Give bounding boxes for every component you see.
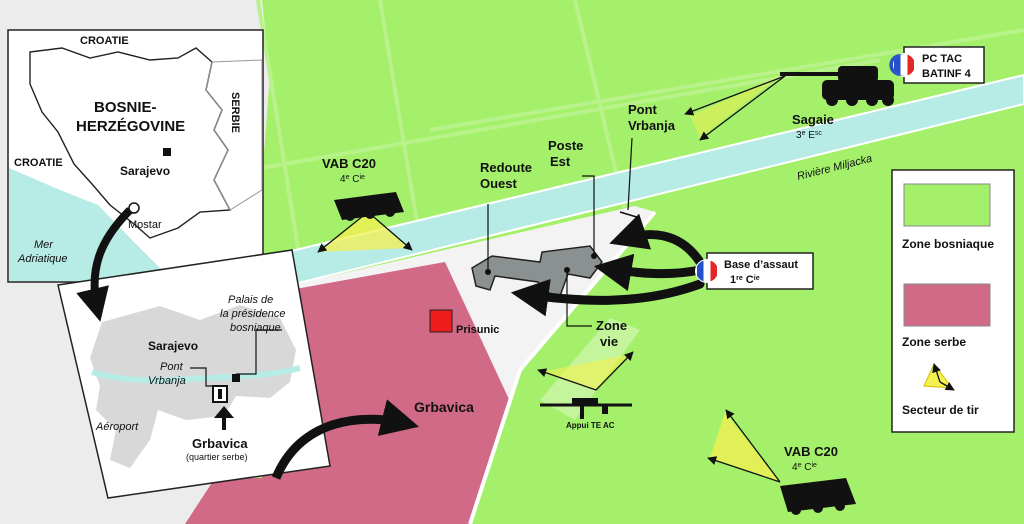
svg-text:Zone vie: Zone vie — [596, 318, 631, 349]
redoute-label-1: Redoute — [480, 160, 532, 175]
grbavica-label: Grbavica — [414, 399, 474, 415]
bosnia-label-1: BOSNIE- — [94, 99, 157, 116]
svg-text:Pont Vrbanja: Pont Vrbanja — [148, 361, 186, 387]
svg-text:BOSNIE- HERZÉGOVINE: BOSNIE- HERZÉGOVINE — [76, 99, 185, 135]
redoute-ouest-building — [471, 245, 603, 297]
city-grbavica-label: Grbavica — [192, 436, 248, 451]
base-line1: Base d’assaut — [724, 259, 798, 271]
bosnian-zone-south — [470, 140, 1024, 524]
sagaie-unit: 3e Esc — [796, 130, 822, 141]
bridge-label-2: Vrbanja — [628, 118, 676, 133]
svg-text:Poste Est: Poste Est — [548, 138, 587, 169]
redoute-label-2: Ouest — [480, 176, 518, 191]
legend-bosnian-swatch — [903, 183, 991, 227]
rifle-icon — [540, 398, 632, 419]
palace-label-2: la présidence — [220, 308, 285, 320]
legend-serb-label: Zone serbe — [902, 335, 966, 349]
grbavica-arrow-icon — [214, 406, 234, 430]
vab1-unit: 4e Cie — [340, 174, 365, 185]
french-flag-icon — [889, 53, 916, 77]
vab1-name: VAB C20 — [322, 156, 376, 171]
city-builtup — [90, 305, 296, 468]
city-sarajevo-label: Sarajevo — [148, 339, 198, 353]
palace-marker — [232, 374, 240, 382]
svg-text:Mer Adriatique: Mer Adriatique — [17, 239, 68, 265]
pc-tac-line2: BATINF 4 — [922, 68, 972, 80]
sagaie-vehicle-icon — [780, 66, 894, 106]
croatia-top-label: CROATIE — [80, 35, 129, 47]
airport-label: Aéroport — [95, 421, 139, 433]
bridge-label-1: Pont — [628, 102, 658, 117]
sea-label-2: Adriatique — [17, 253, 68, 265]
prisunic-marker — [429, 309, 453, 333]
city-bridge-label-1: Pont — [160, 361, 184, 373]
poste-leader — [582, 175, 595, 256]
bridge-leader — [627, 137, 633, 211]
city-bridge-label-2: Vrbanja — [148, 375, 186, 387]
zone-vie-leader — [566, 270, 592, 327]
pc-tac-line1: PC TAC — [922, 53, 962, 65]
vab-vehicle-icon-1 — [334, 192, 404, 221]
legend-bosnian-label: Zone bosniaque — [902, 237, 994, 251]
vab2-unit: 4e Cie — [792, 462, 817, 473]
palace-label-1: Palais de — [228, 294, 273, 306]
legend-serb-swatch — [903, 283, 991, 327]
city-inset: Palais de la présidence bosniaque Saraje… — [57, 249, 331, 499]
svg-text:Palais de la présidence: Palais de la présidence bosniaque — [220, 294, 289, 334]
legend: Zone bosniaque Zone serbe Secteur de tir — [891, 169, 1015, 433]
french-flag-icon-2 — [695, 259, 719, 283]
fire-sectors — [318, 76, 780, 482]
poste-label-2: Est — [550, 154, 571, 169]
svg-text:PC TAC BATINF 4: PC TAC BATINF 4 — [922, 53, 972, 80]
zone-vie-label-2: vie — [600, 334, 618, 349]
bosnia-label-2: HERZÉGOVINE — [76, 118, 185, 135]
base-line2: 1re Cie — [730, 274, 760, 286]
sarajevo-marker — [163, 148, 171, 156]
svg-text:Pont Vrbanja: Pont Vrbanja — [628, 102, 676, 133]
croatia-left-label: CROATIE — [14, 157, 63, 169]
fire-arrows — [317, 75, 786, 483]
assault-arrows — [510, 213, 705, 317]
sagaie-name: Sagaie — [792, 112, 834, 127]
zone-vie-label-1: Zone — [596, 318, 627, 333]
appui-label: Appui TE AC — [566, 421, 615, 430]
prisunic-label: Prisunic — [456, 324, 499, 336]
inset-link-arrow — [76, 207, 133, 322]
bosnia-inset: CROATIE CROATIE SERBIE BOSNIE- HERZÉGOVI… — [7, 29, 264, 283]
base-assaut-box — [706, 252, 814, 290]
serbia-label: SERBIE — [229, 92, 241, 133]
mostar-marker — [128, 202, 140, 214]
sarajevo-label: Sarajevo — [120, 164, 170, 178]
sea-label-1: Mer — [34, 239, 54, 251]
city-link-arrow — [271, 399, 420, 480]
poste-label-1: Poste — [548, 138, 583, 153]
svg-text:Redoute Ouest: Redoute Ouest — [480, 160, 536, 191]
mostar-label: Mostar — [128, 219, 162, 231]
palace-label-3: bosniaque — [230, 322, 281, 334]
city-river — [91, 365, 301, 384]
vab2-name: VAB C20 — [784, 444, 838, 459]
city-grbavica-sub: (quartier serbe) — [186, 452, 248, 462]
legend-fire-label: Secteur de tir — [902, 403, 979, 417]
vab-vehicle-icon-2 — [780, 478, 856, 515]
